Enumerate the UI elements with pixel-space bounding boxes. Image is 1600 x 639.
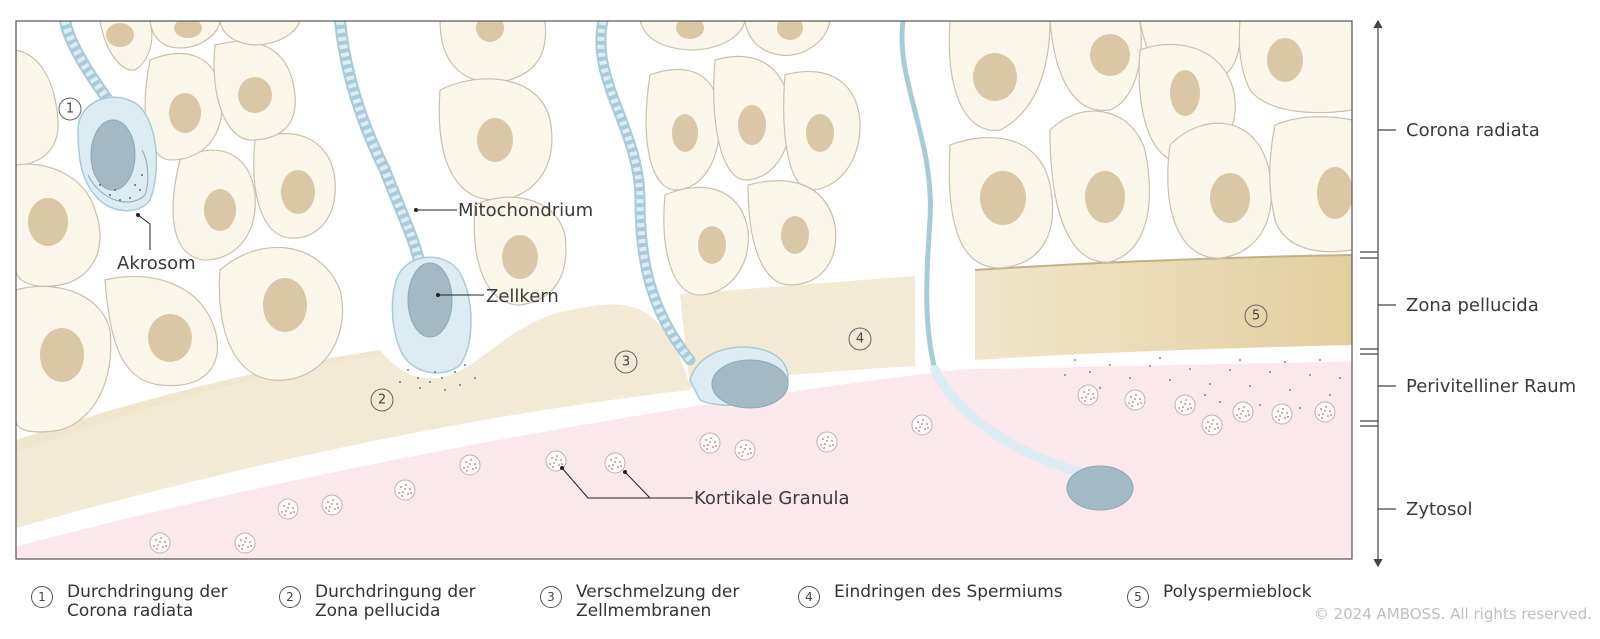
legend-text: Polyspermieblock (1163, 582, 1312, 602)
marker-2: 2 (370, 388, 394, 412)
layer-label-zytosol: Zytosol (1406, 499, 1472, 520)
label-mitochondrium: Mitochondrium (458, 200, 593, 221)
released-granula (1064, 357, 1341, 409)
legend-text: Corona radiata (67, 601, 194, 621)
marker-5: 5 (1244, 304, 1268, 328)
diagram-canvas: 1 2 3 4 5 Akrosom M (16, 21, 1352, 559)
svg-text:2: 2 (378, 393, 386, 408)
zytosol-region (16, 358, 1352, 559)
legend-number: 1 (31, 586, 53, 608)
legend-text: Eindringen des Spermiums (834, 582, 1063, 602)
legend-text: Durchdringung der (67, 582, 228, 602)
marker-4: 4 (848, 327, 872, 351)
label-akrosom: Akrosom (117, 253, 196, 274)
layer-axis (1360, 19, 1396, 568)
svg-text:3: 3 (622, 355, 630, 370)
label-zellkern: Zellkern (486, 286, 559, 307)
layer-label-corona: Corona radiata (1406, 120, 1540, 141)
sperm-3 (595, 21, 789, 409)
marker-3: 3 (614, 350, 638, 374)
marker-1: 1 (58, 97, 82, 121)
egg-membrane (16, 358, 1352, 547)
zona-pellucida-hardened (975, 255, 1352, 360)
diagram-frame (15, 20, 1353, 560)
svg-text:1: 1 (66, 102, 74, 117)
cell-nuclei (28, 21, 1352, 382)
label-leaders (137, 209, 693, 499)
legend-number: 5 (1127, 586, 1149, 608)
legend-number: 4 (798, 586, 820, 608)
label-kortikale-granula: Kortikale Granula (694, 488, 850, 509)
svg-text:4: 4 (856, 332, 864, 347)
legend-item-5: 5 Polyspermieblock (1127, 583, 1311, 608)
legend-text: Zellmembranen (576, 601, 712, 621)
sperm-2 (334, 21, 476, 391)
legend-text: Verschmelzung der (576, 582, 740, 602)
layer-label-zona: Zona pellucida (1406, 295, 1539, 316)
legend-number: 2 (279, 586, 301, 608)
legend-text: Durchdringung der (315, 582, 476, 602)
svg-text:5: 5 (1252, 309, 1260, 324)
layer-label-perivitelliner: Perivitelliner Raum (1406, 376, 1576, 397)
sperm-4 (899, 21, 1134, 511)
copyright-notice: © 2024 AMBOSS. All rights reserved. (1313, 605, 1592, 623)
sperm-1 (59, 21, 158, 212)
legend-number: 3 (540, 586, 562, 608)
legend-item-4: 4 Eindringen des Spermiums (798, 583, 1063, 608)
legend-text: Zona pellucida (315, 601, 441, 621)
